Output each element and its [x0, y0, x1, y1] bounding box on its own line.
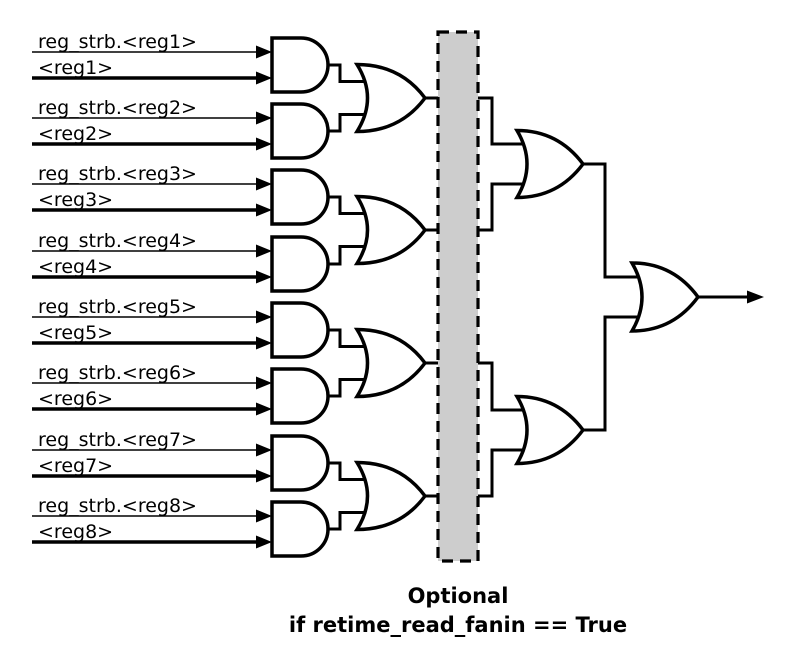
- caption-line1: Optional: [408, 584, 509, 608]
- wire-or6-to-final: [583, 315, 660, 432]
- reg-label: <reg6>: [38, 388, 113, 410]
- reg-label: <reg2>: [38, 123, 113, 145]
- input-arrowhead-icon: [256, 71, 272, 85]
- wire-and1-to-or1: [328, 63, 380, 83]
- and-gate-6: [270, 367, 330, 425]
- input-row-reg8: reg_strb.<reg8> <reg8>: [32, 495, 272, 549]
- and-gate-1: [270, 36, 330, 94]
- or-gate-level1-2: [353, 194, 428, 266]
- and-gate-8: [270, 500, 330, 558]
- strobe-label: reg_strb.<reg5>: [38, 296, 197, 318]
- reg-label: <reg3>: [38, 189, 113, 211]
- input-row-reg3: reg_strb.<reg3> <reg3>: [32, 163, 272, 217]
- input-arrowhead-icon: [256, 177, 272, 191]
- or-gate-level1-1: [353, 62, 428, 134]
- input-arrowhead-icon: [256, 111, 272, 125]
- or-gate-level1-3: [353, 327, 428, 399]
- wire-or5-to-final: [583, 162, 660, 279]
- wire-and8-to-or4: [328, 511, 380, 531]
- input-arrowhead-icon: [256, 244, 272, 258]
- output-arrowhead-icon: [747, 290, 764, 304]
- and-gate-3: [270, 168, 330, 226]
- input-row-reg6: reg_strb.<reg6> <reg6>: [32, 362, 272, 416]
- input-arrowhead-icon: [256, 443, 272, 457]
- strobe-label: reg_strb.<reg1>: [38, 31, 197, 53]
- and-gate-5: [270, 301, 330, 359]
- and-gate-7: [270, 434, 330, 492]
- input-row-reg4: reg_strb.<reg4> <reg4>: [32, 230, 272, 284]
- input-arrowhead-icon: [256, 45, 272, 59]
- or-gate-level2-lower: [513, 394, 586, 466]
- strobe-label: reg_strb.<reg6>: [38, 362, 197, 384]
- strobe-label: reg_strb.<reg8>: [38, 495, 197, 517]
- input-row-reg1: reg_strb.<reg1> <reg1>: [32, 31, 272, 85]
- and-gate-4: [270, 235, 330, 293]
- input-arrowhead-icon: [256, 203, 272, 217]
- input-arrowhead-icon: [256, 376, 272, 390]
- input-row-reg5: reg_strb.<reg5> <reg5>: [32, 296, 272, 350]
- optional-region-box: [436, 30, 480, 563]
- strobe-label: reg_strb.<reg2>: [38, 97, 197, 119]
- wires-layer: reg_strb.<reg1> <reg1> reg_strb.<reg2> <…: [32, 31, 764, 549]
- reg-label: <reg8>: [38, 521, 113, 543]
- input-arrowhead-icon: [256, 535, 272, 549]
- gates-layer: [270, 36, 701, 558]
- wire-and7-to-or4: [328, 461, 380, 481]
- input-arrowhead-icon: [256, 402, 272, 416]
- and-gate-2: [270, 102, 330, 160]
- strobe-label: reg_strb.<reg3>: [38, 163, 197, 185]
- caption: Optional if retime_read_fanin == True: [289, 584, 627, 637]
- strobe-label: reg_strb.<reg4>: [38, 230, 197, 252]
- wire-and5-to-or3: [328, 328, 380, 348]
- wire-and6-to-or3: [328, 378, 380, 398]
- wire-and2-to-or1: [328, 113, 380, 133]
- or-gate-final: [628, 261, 701, 333]
- input-arrowhead-icon: [256, 469, 272, 483]
- reg-label: <reg7>: [38, 455, 113, 477]
- input-row-reg2: reg_strb.<reg2> <reg2>: [32, 97, 272, 151]
- wire-and4-to-or2: [328, 245, 380, 266]
- caption-line2: if retime_read_fanin == True: [289, 613, 627, 637]
- reg-label: <reg4>: [38, 256, 113, 278]
- wire-and3-to-or2: [328, 195, 380, 215]
- input-arrowhead-icon: [256, 270, 272, 284]
- input-arrowhead-icon: [256, 310, 272, 324]
- strobe-label: reg_strb.<reg7>: [38, 429, 197, 451]
- or-gate-level1-4: [353, 460, 428, 532]
- input-arrowhead-icon: [256, 137, 272, 151]
- input-arrowhead-icon: [256, 336, 272, 350]
- reg-label: <reg5>: [38, 322, 113, 344]
- input-arrowhead-icon: [256, 509, 272, 523]
- or-gate-level2-upper: [513, 128, 586, 200]
- input-row-reg7: reg_strb.<reg7> <reg7>: [32, 429, 272, 483]
- reg-label: <reg1>: [38, 57, 113, 79]
